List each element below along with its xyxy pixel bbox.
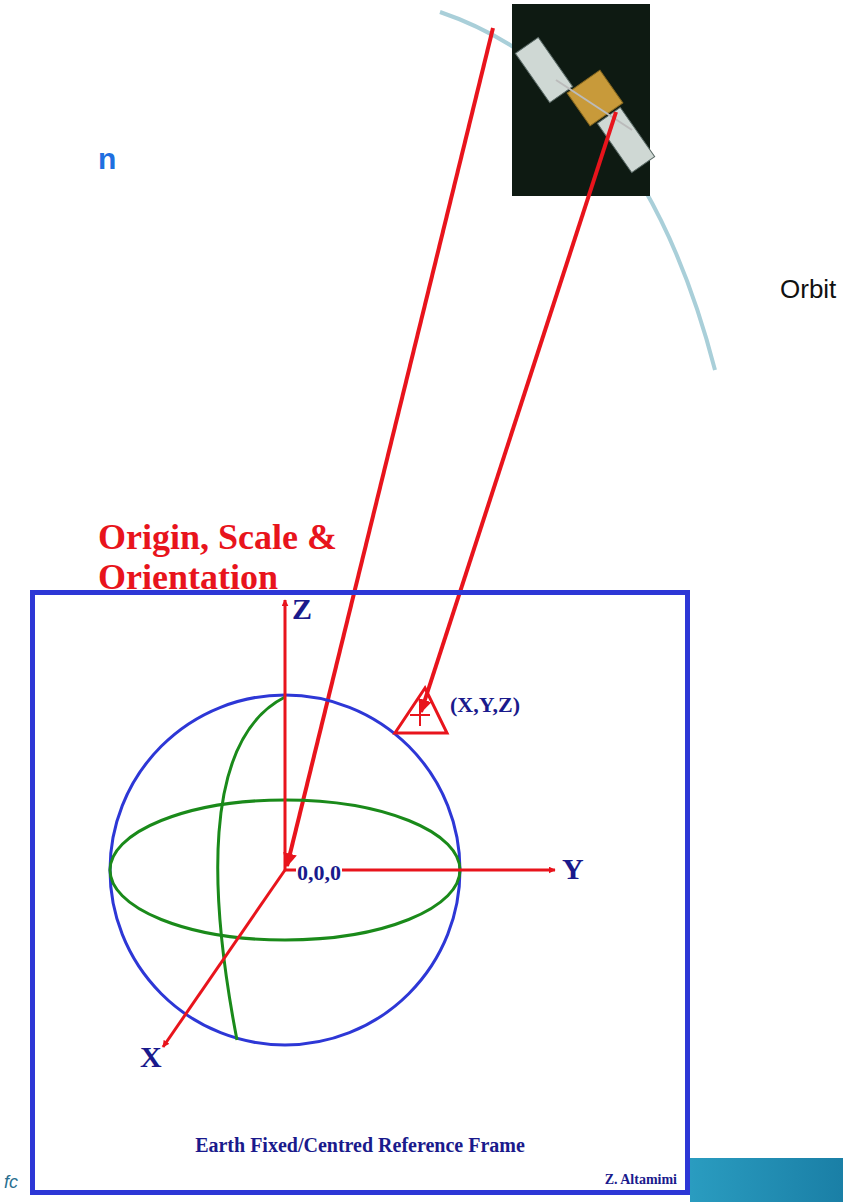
footer-fragment: fc bbox=[4, 1172, 18, 1193]
orbit-label: Orbit bbox=[780, 274, 836, 305]
coordinate-label: (X,Y,Z) bbox=[450, 692, 520, 718]
x-axis bbox=[163, 870, 285, 1047]
axis-label: X bbox=[140, 1040, 162, 1074]
frame-heading: Origin, Scale & Orientation bbox=[98, 517, 383, 597]
frame-title: Earth Fixed/Centred Reference Frame bbox=[35, 1134, 685, 1157]
footer-band bbox=[690, 1158, 843, 1202]
axis-label: Y bbox=[562, 852, 584, 886]
meridian bbox=[218, 697, 285, 1040]
range-line bbox=[421, 112, 616, 712]
z-axis bbox=[284, 600, 287, 870]
range-line bbox=[287, 28, 493, 866]
origin-label: 0,0,0 bbox=[296, 860, 342, 886]
station-triangle bbox=[395, 688, 447, 733]
axis-label: Z bbox=[292, 592, 312, 626]
title-fragment: n bbox=[98, 142, 116, 176]
satellite-image bbox=[512, 4, 655, 196]
reference-frame-box: Origin, Scale & OrientationEarth Fixed/C… bbox=[30, 590, 690, 1195]
frame-author: Z. Altamimi bbox=[605, 1172, 677, 1188]
